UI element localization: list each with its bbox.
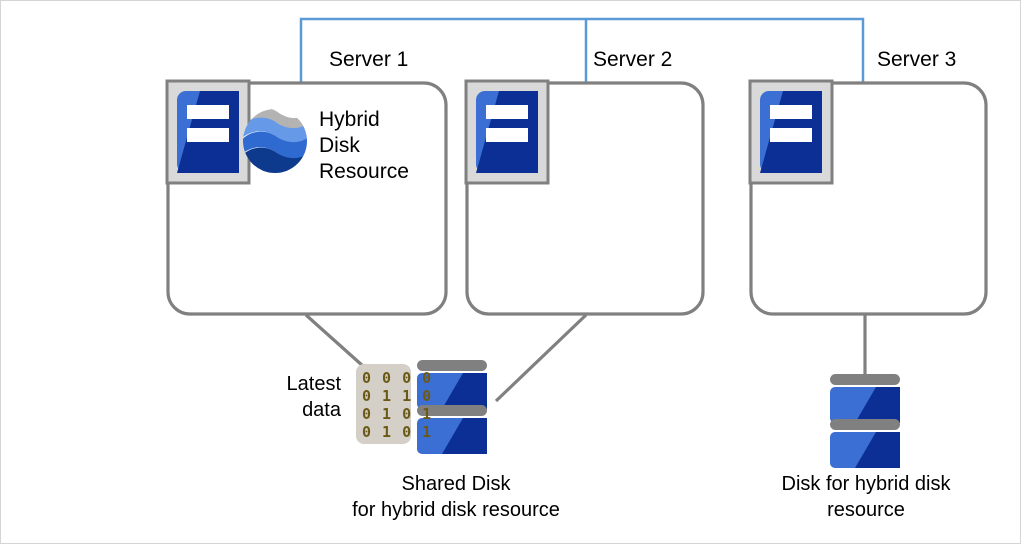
shared-disk-caption-line1: Shared Disk <box>401 473 511 495</box>
binary-data-icon <box>356 364 411 444</box>
hybrid-disk-resource-label-line2: Disk <box>319 134 360 157</box>
network-bracket <box>299 17 865 91</box>
local-disk-caption-line1: Disk for hybrid disk <box>781 473 951 495</box>
server-2-label: Server 2 <box>593 48 673 71</box>
latest-data-label-line2: data <box>302 399 341 421</box>
server-3-label: Server 3 <box>877 48 957 71</box>
server-icon-3 <box>748 79 834 185</box>
local-disk-stack-icon <box>830 374 900 468</box>
hybrid-disk-resource-label-line3: Resource <box>319 160 409 183</box>
local-disk-caption-line2: resource <box>827 499 905 521</box>
server-icon-1 <box>165 79 251 185</box>
binary-row-1: 0 1 1 0 <box>362 387 433 405</box>
binary-row-2: 0 1 0 1 <box>362 405 433 423</box>
binary-row-3: 0 1 0 1 <box>362 423 433 441</box>
shared-disk-stack-icon <box>417 360 487 454</box>
shared-disk-caption-line2: for hybrid disk resource <box>352 499 560 521</box>
hybrid-disk-resource-label-line1: Hybrid <box>319 108 380 131</box>
latest-data-label-line1: Latest <box>286 373 341 395</box>
server-1-label: Server 1 <box>329 48 409 71</box>
binary-row-0: 0 0 0 0 <box>362 369 433 387</box>
server-icon-2 <box>464 79 550 185</box>
